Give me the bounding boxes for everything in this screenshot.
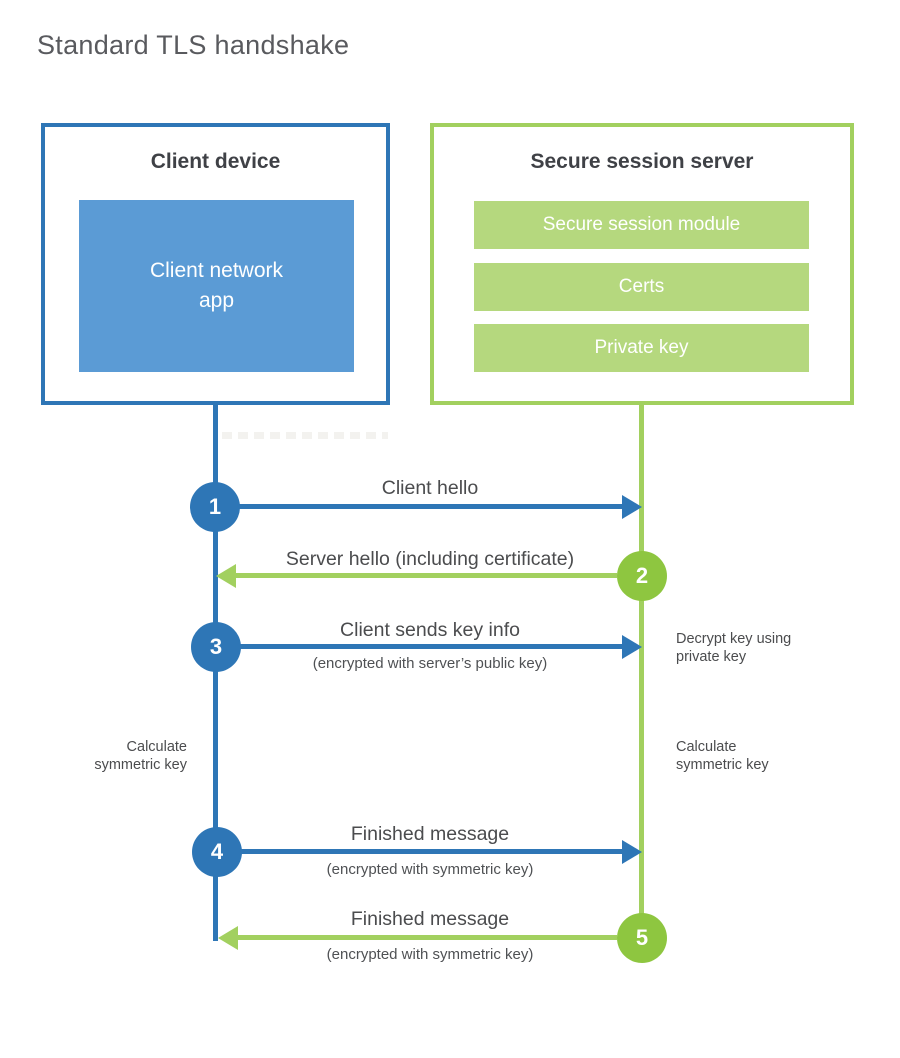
arrow-1-line [216, 504, 622, 509]
arrow-2-left-arrowhead-icon [216, 564, 236, 588]
secure-session-server-title: Secure session server [530, 150, 754, 173]
note-decrypt-key: Decrypt key using private key [676, 631, 792, 665]
message-2-label: Server hello (including certificate) [285, 548, 575, 570]
note-calculate-symmetric-key-server: Calculate symmetric key [676, 739, 769, 773]
message-3-label: Client sends key info [340, 619, 520, 641]
page-title: Standard TLS handshake [37, 30, 350, 60]
server-module-certs: Certs [474, 263, 809, 311]
client-network-app-label: Client network app [149, 258, 284, 312]
client-network-app-box: Client network app [79, 200, 354, 372]
arrow-3-right-arrowhead-icon [622, 635, 642, 659]
client-device-title: Client device [150, 150, 281, 173]
message-4-sublabel: (encrypted with symmetric key) [326, 861, 534, 878]
message-1-label: Client hello [381, 477, 479, 499]
step-1-badge: 1 [190, 482, 240, 532]
message-4-label: Finished message [350, 823, 510, 845]
message-5-sublabel: (encrypted with symmetric key) [326, 946, 534, 963]
arrow-4-line [218, 849, 622, 854]
arrow-1-right-arrowhead-icon [622, 495, 642, 519]
server-module-secure-session-module: Secure session module [474, 201, 809, 249]
arrow-2-line [236, 573, 617, 578]
server-lifeline [639, 405, 644, 942]
client-lifeline [213, 405, 218, 941]
step-3-badge: 3 [191, 622, 241, 672]
step-4-badge: 4 [192, 827, 242, 877]
server-module-private-key: Private key [474, 324, 809, 372]
step-2-badge: 2 [617, 551, 667, 601]
client-device-box: Client device Client network app [41, 123, 390, 405]
note-calculate-symmetric-key-client: Calculate symmetric key [94, 739, 187, 773]
arrow-3-line [217, 644, 622, 649]
step-5-badge: 5 [617, 913, 667, 963]
message-3-sublabel: (encrypted with server’s public key) [312, 655, 548, 672]
message-5-label: Finished message [350, 908, 510, 930]
arrow-4-right-arrowhead-icon [622, 840, 642, 864]
secure-session-server-box: Secure session server Secure session mod… [430, 123, 854, 405]
arrow-5-left-arrowhead-icon [218, 926, 238, 950]
arrow-5-line [238, 935, 617, 940]
faint-dashed-line [222, 432, 388, 439]
